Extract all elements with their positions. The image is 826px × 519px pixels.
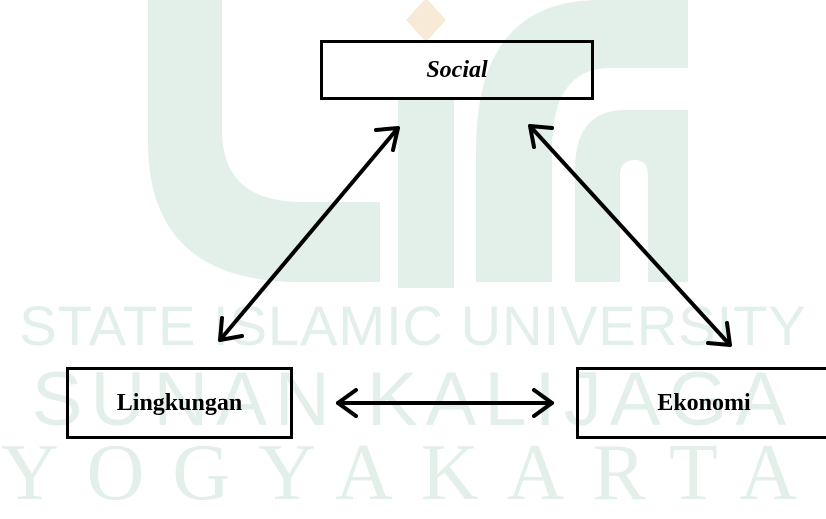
watermark-logo: [148, 0, 688, 288]
watermark-text-line1: STATE ISLAMIC UNIVERSITY: [19, 294, 807, 357]
node-lingkungan: Lingkungan: [66, 367, 293, 439]
edge-social-lingkungan: [218, 126, 400, 342]
watermark-text-line2: SUNAN KALIJAGA: [31, 357, 795, 442]
edge-lingkungan-ekonomi: [336, 388, 554, 418]
node-lingkungan-label: Lingkungan: [116, 389, 243, 416]
node-social-label: Social: [426, 56, 488, 83]
node-ekonomi-label: Ekonomi: [657, 389, 751, 416]
node-social: Social: [320, 40, 594, 100]
node-ekonomi: Ekonomi: [576, 367, 826, 439]
diagram-edges: [218, 124, 732, 418]
watermark-text-line3: YOGYAKARTA: [0, 429, 826, 517]
edge-social-ekonomi: [528, 124, 732, 347]
